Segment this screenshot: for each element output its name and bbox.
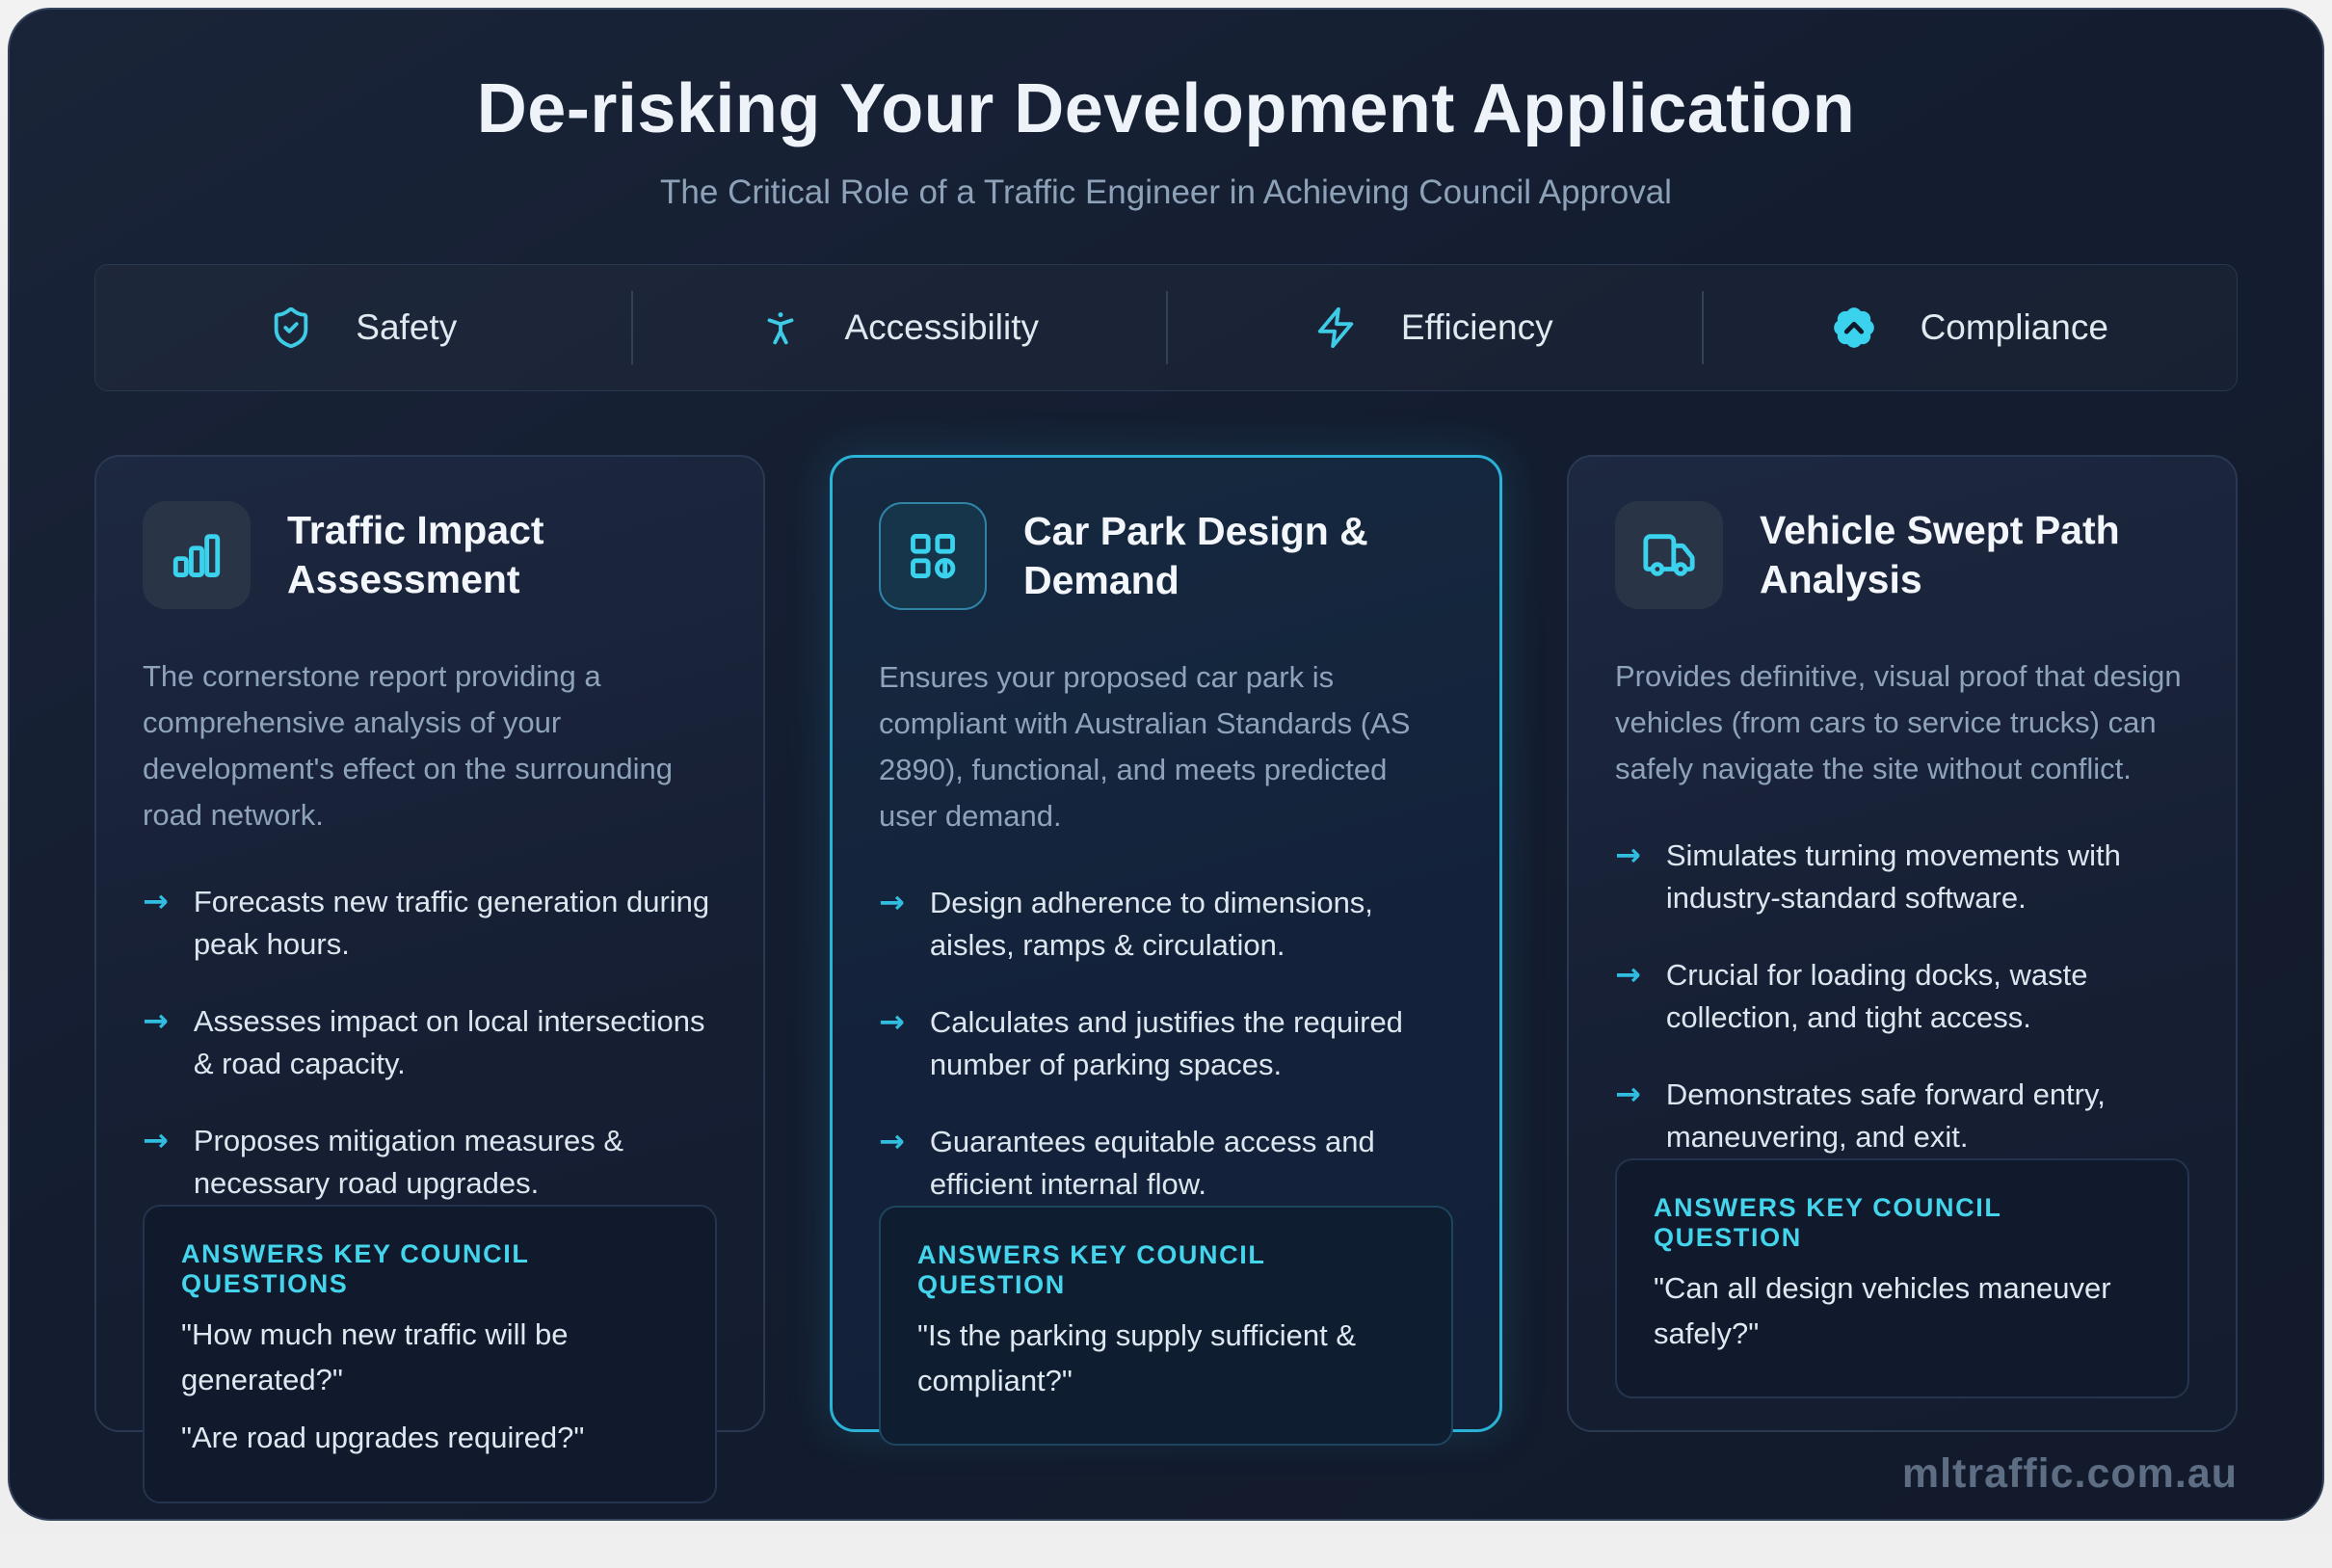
main-panel: De-risking Your Development Application … bbox=[8, 8, 2324, 1521]
page-title: De-risking Your Development Application bbox=[476, 70, 1856, 147]
answers-box: ANSWERS KEY COUNCIL QUESTION "Can all de… bbox=[1615, 1158, 2189, 1399]
bullet-text: Proposes mitigation measures & necessary… bbox=[193, 1124, 624, 1201]
pillar-label-compliance: Compliance bbox=[1920, 307, 2108, 347]
accessibility-person-icon bbox=[758, 306, 803, 350]
answers-heading: ANSWERS KEY COUNCIL QUESTION bbox=[1654, 1193, 2001, 1253]
answers-heading: ANSWERS KEY COUNCIL QUESTIONS bbox=[181, 1239, 529, 1299]
bullet-list: → Forecasts new traffic generation durin… bbox=[143, 881, 717, 1205]
card-title: Traffic Impact Assessment bbox=[287, 508, 544, 601]
answers-heading: ANSWERS KEY COUNCIL QUESTION bbox=[917, 1240, 1265, 1300]
bar-chart-icon bbox=[143, 501, 251, 609]
bullet-text: Assesses impact on local intersections &… bbox=[193, 1004, 705, 1081]
bullet-item: → Forecasts new traffic generation durin… bbox=[143, 881, 717, 966]
truck-icon bbox=[1615, 501, 1723, 609]
page-subtitle: The Critical Role of a Traffic Engineer … bbox=[660, 173, 1672, 211]
bullet-text: Forecasts new traffic generation during … bbox=[193, 885, 710, 962]
pillar-safety: Safety bbox=[95, 265, 631, 390]
lightning-bolt-icon bbox=[1314, 306, 1359, 350]
pillar-bar: Safety Accessibility Efficiency bbox=[94, 264, 2238, 391]
answers-box: ANSWERS KEY COUNCIL QUESTIONS "How much … bbox=[143, 1205, 717, 1503]
bullet-item: → Proposes mitigation measures & necessa… bbox=[143, 1120, 717, 1205]
card-car-park-design-demand: Car Park Design & Demand Ensures your pr… bbox=[830, 455, 1502, 1447]
bullet-text: Guarantees equitable access and efficien… bbox=[929, 1125, 1375, 1202]
answer-quote: "How much new traffic will be generated?… bbox=[181, 1317, 569, 1396]
pillar-label-accessibility: Accessibility bbox=[844, 307, 1040, 347]
card-title: Vehicle Swept Path Analysis bbox=[1760, 508, 2120, 601]
pillar-compliance: Compliance bbox=[1701, 265, 2238, 390]
answer-quote: "Can all design vehicles maneuver safely… bbox=[1654, 1271, 2111, 1350]
pillar-label-safety: Safety bbox=[356, 307, 458, 347]
pillar-efficiency: Efficiency bbox=[1166, 265, 1702, 390]
badge-chevron-icon bbox=[1830, 304, 1878, 352]
card-description: Ensures your proposed car park is compli… bbox=[879, 660, 1411, 834]
pillar-accessibility: Accessibility bbox=[630, 265, 1167, 390]
bullet-item: → Assesses impact on local intersections… bbox=[143, 1000, 717, 1085]
card-title: Car Park Design & Demand bbox=[1023, 509, 1368, 602]
arrow-right-icon: → bbox=[879, 884, 905, 921]
bullet-text: Calculates and justifies the required nu… bbox=[929, 1005, 1403, 1082]
arrow-right-icon: → bbox=[1615, 956, 1641, 994]
arrow-right-icon: → bbox=[879, 1123, 905, 1160]
shield-check-icon bbox=[269, 306, 313, 350]
bullet-list: → Simulates turning movements with indus… bbox=[1615, 835, 2189, 1158]
card-header: Vehicle Swept Path Analysis bbox=[1615, 501, 2189, 609]
bullet-text: Demonstrates safe forward entry, maneuve… bbox=[1665, 1077, 2106, 1155]
bullet-text: Crucial for loading docks, waste collect… bbox=[1665, 958, 2088, 1035]
arrow-right-icon: → bbox=[1615, 1076, 1641, 1113]
card-description: Provides definitive, visual proof that d… bbox=[1615, 659, 2182, 786]
card-traffic-impact-assessment: Traffic Impact Assessment The cornerston… bbox=[94, 455, 765, 1503]
bullet-item: → Simulates turning movements with indus… bbox=[1615, 835, 2189, 919]
bullet-list: → Design adherence to dimensions, aisles… bbox=[879, 882, 1453, 1206]
bullet-item: → Calculates and justifies the required … bbox=[879, 1001, 1453, 1086]
card-header: Car Park Design & Demand bbox=[879, 502, 1453, 610]
bullet-item: → Guarantees equitable access and effici… bbox=[879, 1121, 1453, 1206]
arrow-right-icon: → bbox=[143, 1002, 169, 1040]
bullet-item: → Demonstrates safe forward entry, maneu… bbox=[1615, 1074, 2189, 1158]
cards-row: Traffic Impact Assessment The cornerston… bbox=[94, 455, 2238, 1503]
card-vehicle-swept-path-analysis: Vehicle Swept Path Analysis Provides def… bbox=[1567, 455, 2238, 1432]
bullet-item: → Design adherence to dimensions, aisles… bbox=[879, 882, 1453, 967]
answer-quote: "Is the parking supply sufficient & comp… bbox=[917, 1318, 1357, 1397]
answer-quote: "Are road upgrades required?" bbox=[181, 1421, 585, 1455]
bullet-text: Design adherence to dimensions, aisles, … bbox=[929, 886, 1373, 963]
bullet-item: → Crucial for loading docks, waste colle… bbox=[1615, 954, 2189, 1039]
bullet-text: Simulates turning movements with industr… bbox=[1665, 838, 2121, 916]
pillar-label-efficiency: Efficiency bbox=[1400, 307, 1553, 347]
arrow-right-icon: → bbox=[1615, 837, 1641, 874]
arrow-right-icon: → bbox=[143, 883, 169, 920]
card-header: Traffic Impact Assessment bbox=[143, 501, 717, 609]
arrow-right-icon: → bbox=[143, 1122, 169, 1159]
answers-box: ANSWERS KEY COUNCIL QUESTION "Is the par… bbox=[879, 1206, 1453, 1447]
website-watermark: mltraffic.com.au bbox=[1901, 1450, 2238, 1497]
arrow-right-icon: → bbox=[879, 1003, 905, 1041]
parking-layout-icon bbox=[879, 502, 987, 610]
card-description: The cornerstone report providing a compr… bbox=[143, 659, 673, 833]
